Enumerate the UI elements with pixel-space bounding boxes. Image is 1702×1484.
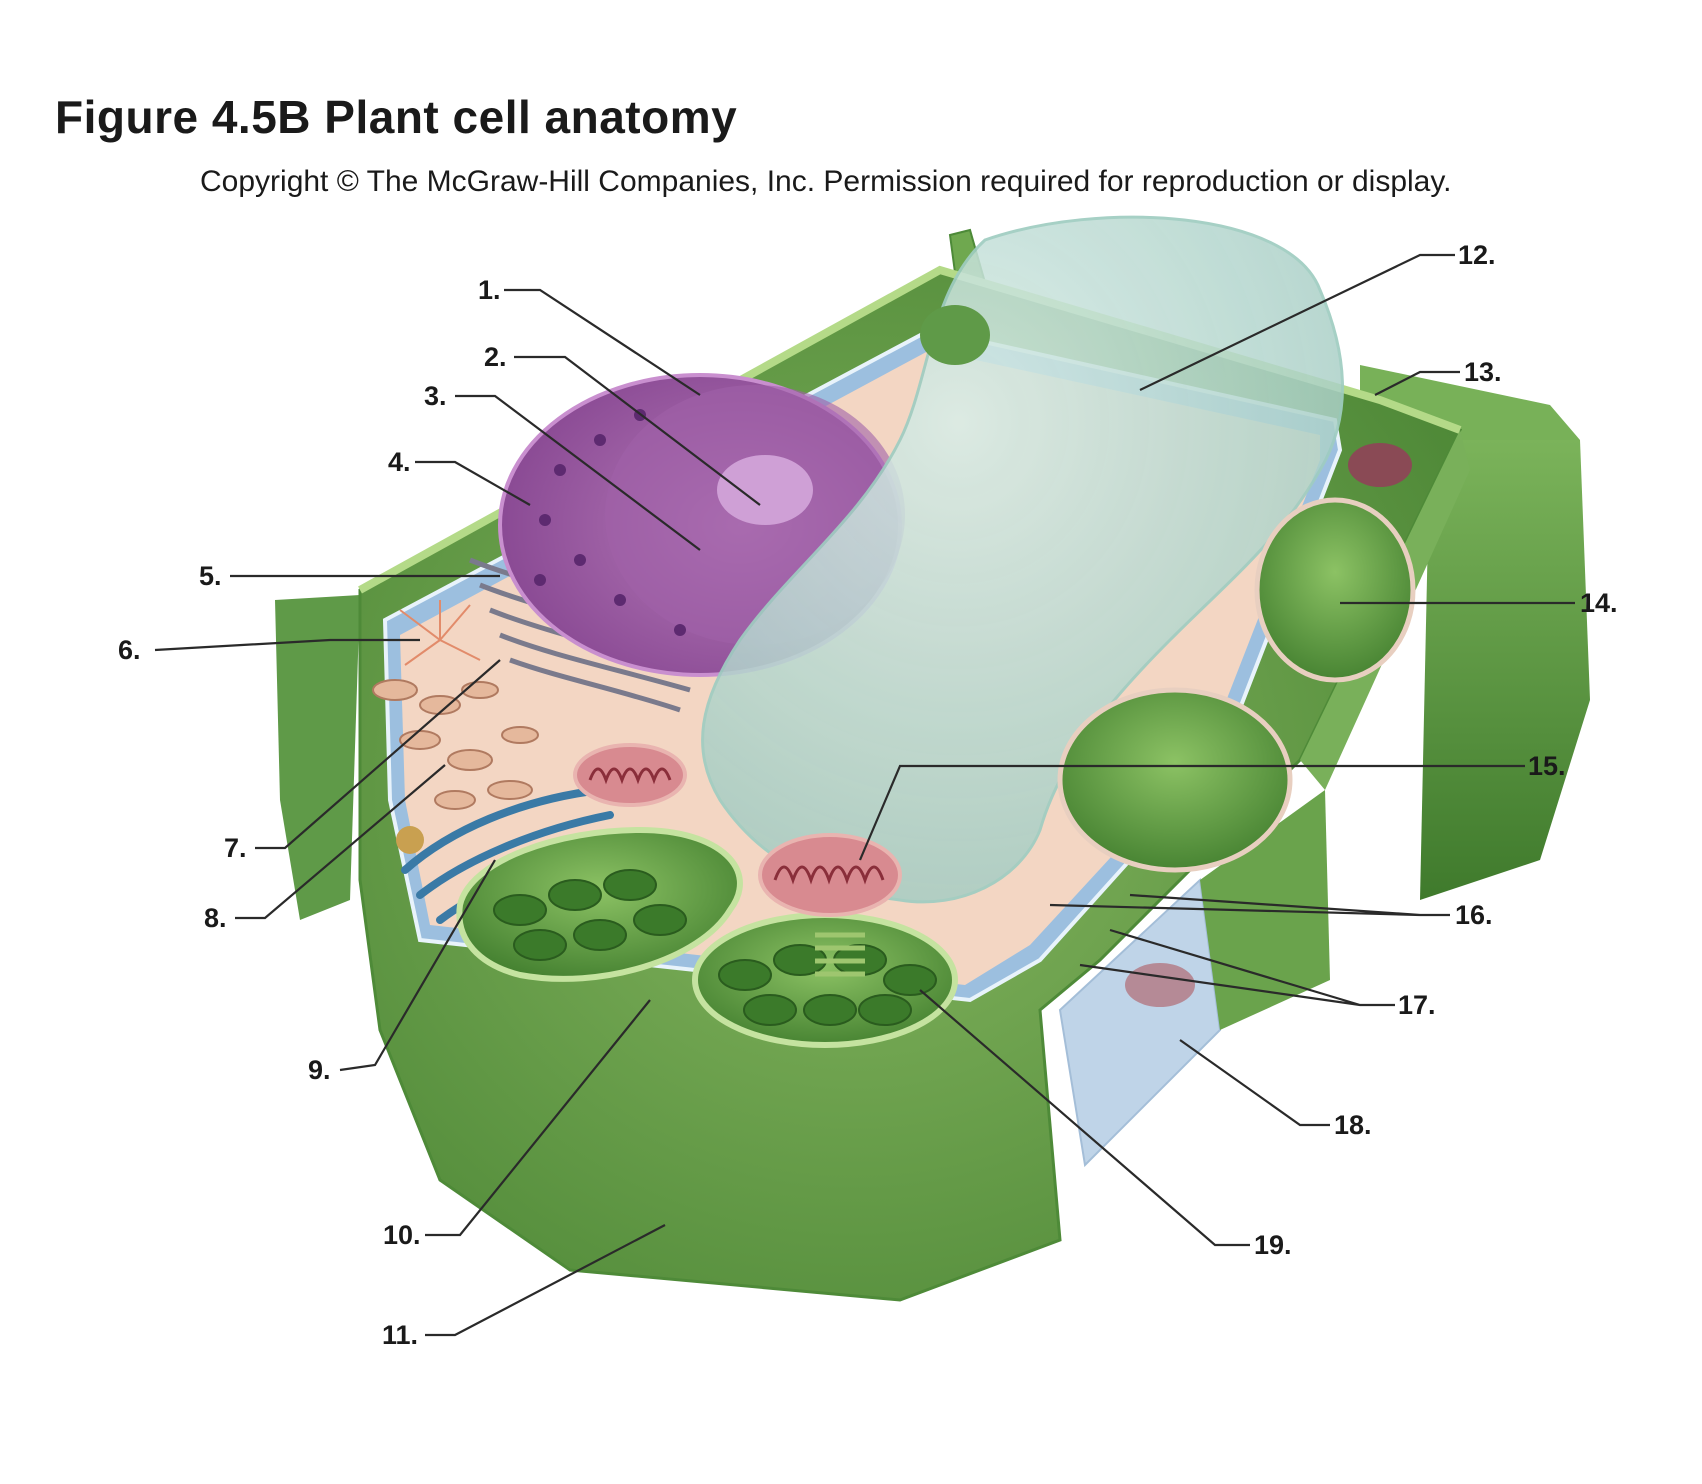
chloroplast-right-upper	[1254, 497, 1416, 683]
part-label-17: 17.	[1398, 990, 1436, 1020]
chloroplast-center	[692, 912, 958, 1048]
leader-line-7	[255, 659, 501, 850]
mitochondrion-upper	[573, 743, 687, 807]
cytoskeleton	[399, 600, 481, 666]
part-label-9: 9.	[308, 1055, 331, 1085]
part-label-19: 19.	[1254, 1230, 1292, 1260]
part-label-8: 8.	[204, 903, 227, 933]
leader-line-16	[1049, 893, 1450, 917]
leader-line-11	[425, 1224, 666, 1337]
chloroplast-right-lower	[1057, 687, 1293, 873]
granum-stack	[815, 932, 865, 977]
leader-line-12	[1139, 253, 1455, 391]
leader-line-10	[425, 999, 651, 1237]
leader-line-18	[1179, 1039, 1330, 1127]
part-labels: 1. 2. 3. 4. 5. 6. 7. 8. 9. 10. 11. 12. 1…	[118, 240, 1618, 1350]
leader-lines	[154, 253, 1575, 1337]
leader-line-19	[919, 989, 1250, 1247]
leader-line-13	[1374, 370, 1460, 396]
leader-line-6	[154, 638, 420, 652]
leader-line-3	[455, 394, 701, 551]
vesicle	[396, 826, 424, 854]
mitochondrion-lower	[758, 833, 902, 917]
part-label-14: 14.	[1580, 588, 1618, 618]
part-label-4: 4.	[388, 447, 411, 477]
central-vacuole	[701, 215, 1344, 904]
part-label-12: 12.	[1458, 240, 1496, 270]
part-label-3: 3.	[424, 381, 447, 411]
part-label-7: 7.	[224, 833, 247, 863]
smooth-er	[372, 679, 539, 810]
part-label-16: 16.	[1455, 900, 1493, 930]
part-label-10: 10.	[383, 1220, 421, 1250]
leader-line-17	[1079, 928, 1395, 1007]
leader-line-4	[415, 460, 531, 506]
chloroplast-left	[456, 826, 743, 982]
figure-title: Figure 4.5B Plant cell anatomy	[55, 91, 738, 143]
part-label-15: 15.	[1528, 751, 1566, 781]
leader-line-1	[504, 288, 701, 396]
cut-section-body	[1125, 963, 1195, 1007]
part-label-2: 2.	[484, 342, 507, 372]
nuclear-pores	[534, 409, 686, 636]
nucleolus	[717, 455, 813, 525]
peroxisome	[1348, 443, 1412, 487]
part-label-1: 1.	[478, 275, 501, 305]
copyright-notice: Copyright © The McGraw-Hill Companies, I…	[200, 165, 1452, 198]
leader-line-15	[858, 764, 1525, 861]
part-label-13: 13.	[1464, 357, 1502, 387]
part-label-5: 5.	[199, 561, 222, 591]
part-label-11: 11.	[382, 1320, 418, 1350]
part-label-6: 6.	[118, 635, 141, 665]
chloroplast-back	[920, 305, 990, 365]
leader-line-9	[339, 859, 496, 1072]
leader-line-8	[235, 764, 446, 920]
leader-line-2	[514, 355, 761, 506]
part-label-18: 18.	[1334, 1110, 1372, 1140]
